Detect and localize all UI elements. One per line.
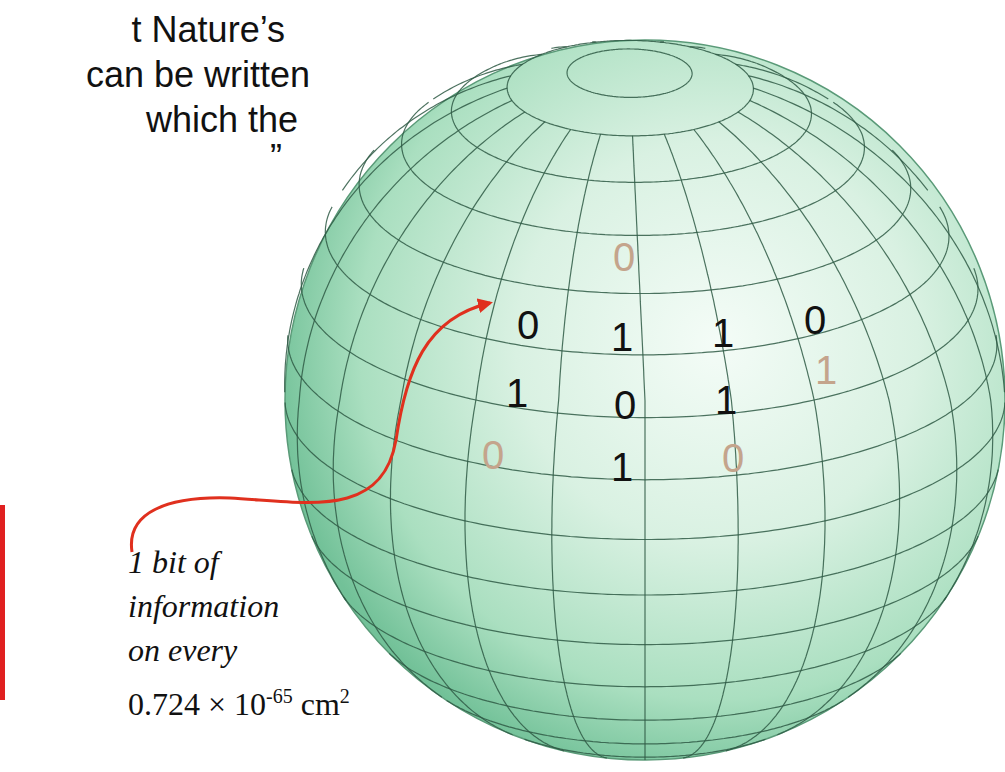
- grid-line: [567, 49, 692, 98]
- bit-digit: 1: [712, 313, 734, 353]
- area-number: 0.724 × 10: [128, 686, 266, 722]
- clipped-quote-text: t Nature’s: [132, 12, 285, 48]
- grid-line: [753, 88, 1004, 392]
- grid-line: [736, 64, 829, 99]
- grid-line: [592, 41, 596, 42]
- clipped-quote-text: can be written: [86, 57, 310, 93]
- grid-line: [333, 112, 525, 697]
- grid-line: [297, 100, 512, 600]
- grid-line: [719, 122, 900, 735]
- grid-line: [359, 150, 911, 293]
- grid-line: [716, 54, 757, 63]
- annotation-text: information: [128, 590, 279, 622]
- grid-line: [633, 136, 646, 760]
- bit-digit: 1: [506, 373, 528, 413]
- annotation-text: on every: [128, 634, 237, 666]
- annotation-text: 1 bit of: [128, 546, 219, 578]
- bit-digit: 0: [722, 438, 744, 478]
- grid-line: [750, 100, 993, 600]
- bit-digit: 1: [715, 380, 737, 420]
- bit-digit: 0: [614, 385, 636, 425]
- grid-line: [738, 112, 957, 697]
- grid-line: [285, 88, 508, 392]
- grid-line: [749, 76, 928, 191]
- bit-digit: 0: [517, 305, 539, 345]
- grid-line: [502, 54, 542, 63]
- exponent: 2: [340, 685, 350, 707]
- grid-line: [660, 41, 664, 42]
- grid-line: [552, 134, 607, 758]
- bit-digit: 1: [611, 447, 633, 487]
- grid-line: [433, 64, 522, 99]
- unit: cm: [301, 686, 340, 722]
- grid-line: [390, 122, 545, 735]
- area-value: 0.724 × 10-65 cm2: [128, 684, 350, 723]
- grid-line: [342, 76, 511, 191]
- bit-digit: 0: [613, 237, 635, 277]
- grid-line: [694, 129, 825, 750]
- bit-digit: 0: [804, 300, 826, 340]
- sphere: [285, 40, 1005, 760]
- exponent: -65: [266, 685, 293, 707]
- leader-arrow: [131, 303, 490, 552]
- bit-digit: 0: [482, 435, 504, 475]
- clipped-quote-text: which the: [146, 102, 298, 138]
- grid-line: [690, 47, 706, 49]
- grid-line: [551, 47, 566, 49]
- bit-digit: 1: [611, 317, 633, 357]
- bit-digit: 1: [815, 350, 837, 390]
- clipped-quote-text: ”: [270, 140, 282, 176]
- grid-line: [627, 39, 628, 41]
- sphere-grid: [285, 40, 1005, 760]
- grid-line: [451, 63, 811, 182]
- red-bar: [0, 505, 5, 700]
